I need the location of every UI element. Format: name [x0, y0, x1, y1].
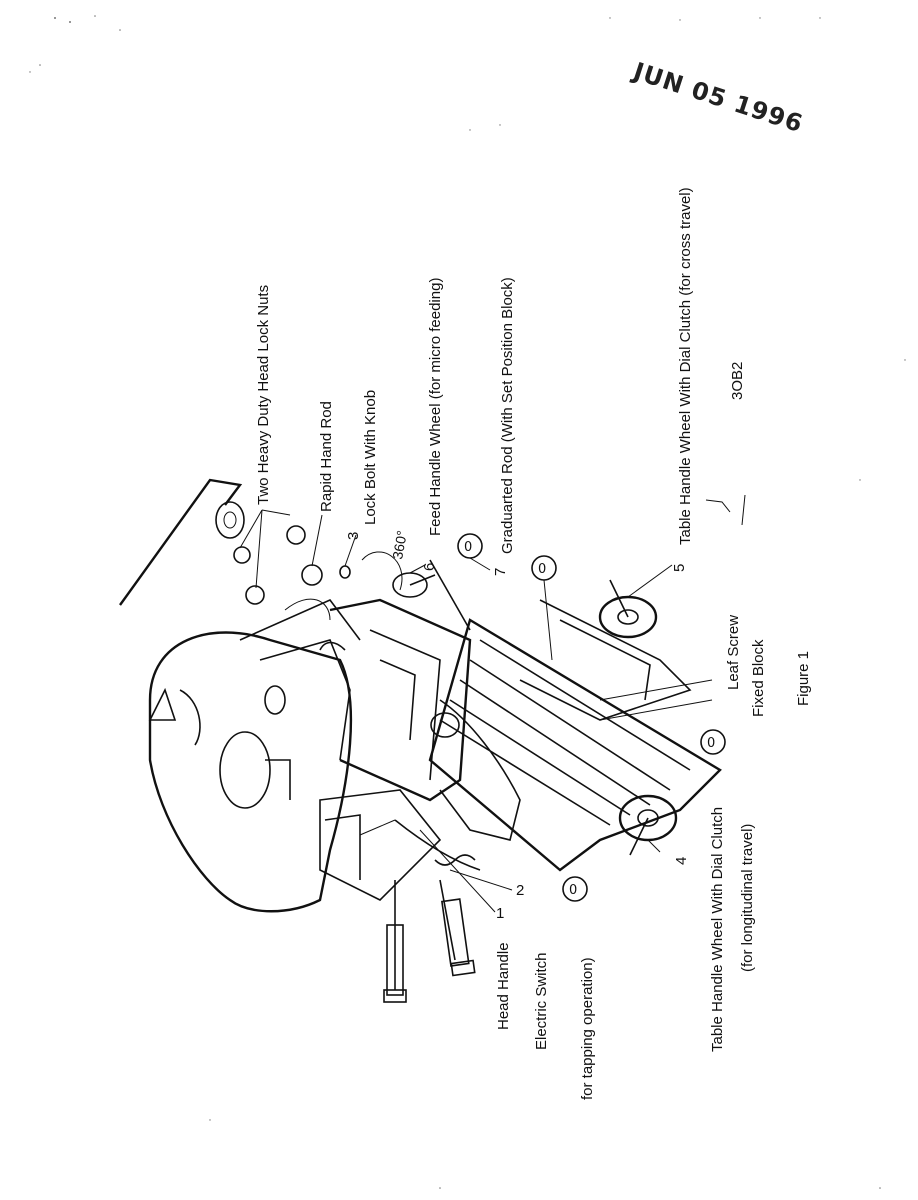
callout-5: 5: [671, 564, 688, 572]
callout-numbers: 1 2 3 4 5 6 7: [345, 532, 690, 922]
figure-caption: Figure 1: [795, 651, 812, 706]
label-lead-screw: Leaf Screw: [725, 615, 742, 690]
label-graduated-rod: Graduarted Rod (With Set Position Block): [499, 277, 516, 554]
label-head-lock-nuts: Two Heavy Duty Head Lock Nuts: [255, 285, 272, 505]
label-head-handle: Head Handle: [495, 942, 512, 1030]
date-stamp: JUN 05 1996: [628, 56, 806, 138]
label-lock-bolt: Lock Bolt With Knob: [362, 390, 379, 525]
label-table-wheel-long-2: (for longitudinal travel): [739, 824, 756, 972]
dial-symbol-longitudinal-icon: 0: [700, 729, 726, 755]
svg-text:0: 0: [707, 736, 715, 751]
callout-6: 6: [421, 563, 438, 571]
label-electric-switch: Electric Switch: [533, 952, 550, 1050]
label-feed-handle-wheel: Feed Handle Wheel (for micro feeding): [427, 278, 444, 536]
callout-4: 4: [673, 857, 690, 865]
dial-symbol-cross-travel-icon: 0: [531, 555, 557, 581]
svg-text:0: 0: [464, 540, 472, 555]
dial-symbol-graduated-rod-icon: 0: [457, 533, 483, 559]
machine-body: [119, 478, 722, 1003]
label-drawing-code: 3OB2: [729, 362, 746, 400]
svg-text:0: 0: [569, 883, 577, 898]
scan-noise: [29, 15, 906, 1189]
component-labels: Two Heavy Duty Head Lock Nuts Rapid Hand…: [255, 187, 812, 1100]
label-fixed-block: Fixed Block: [750, 639, 767, 717]
callout-1: 1: [496, 905, 504, 922]
dial-symbol-tapping-icon: 0: [562, 876, 588, 902]
label-360-degrees: 360°: [389, 529, 410, 560]
scan-marks: [705, 494, 746, 526]
callout-3: 3: [345, 532, 362, 540]
label-table-wheel-long-1: Table Handle Wheel With Dial Clutch: [709, 807, 726, 1052]
label-tapping-operation: for tapping operation): [579, 957, 596, 1100]
leader-lines: [239, 509, 713, 913]
callout-7: 7: [492, 568, 509, 576]
svg-text:0: 0: [538, 562, 546, 577]
label-rapid-hand-rod: Rapid Hand Rod: [318, 401, 335, 512]
callout-2: 2: [516, 882, 524, 899]
label-table-wheel-cross: Table Handle Wheel With Dial Clutch (for…: [677, 187, 694, 545]
